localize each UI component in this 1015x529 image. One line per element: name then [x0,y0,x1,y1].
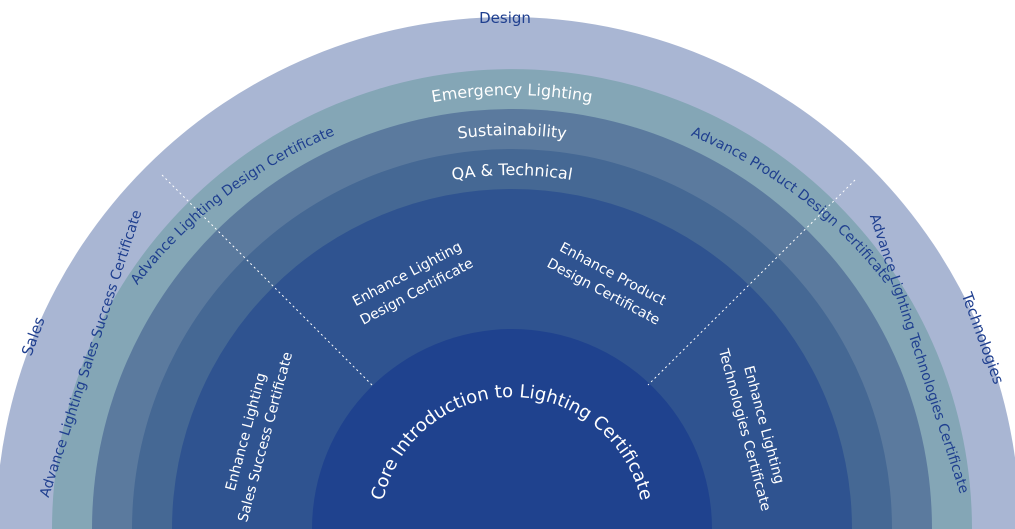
divider-right [647,179,856,386]
section-label-design: Design [479,9,531,27]
ring-label-sustainability: Sustainability [456,120,568,143]
ring-core [312,329,712,529]
